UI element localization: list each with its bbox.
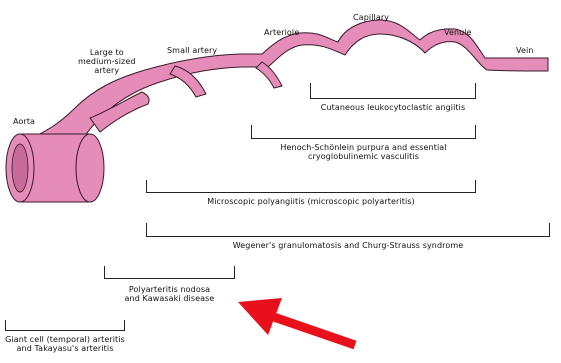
- label-giant-cell-line-1: Giant cell (temporal) arteritis: [5, 335, 125, 344]
- label-large-medium-artery: Large to medium-sized artery: [78, 48, 136, 75]
- label-microscopic-polyangiitis: Microscopic polyangiitis (microscopic po…: [146, 197, 476, 206]
- bracket-polyarteritis: [104, 266, 235, 279]
- bracket-microscopic: [146, 180, 476, 193]
- label-polyarteritis-line-2: and Kawasaki disease: [104, 294, 235, 303]
- aorta-lumen: [12, 144, 28, 192]
- label-cutaneous-leukocytoclastic-angiitis: Cutaneous leukocytoclastic angiitis: [310, 103, 476, 112]
- label-large-artery-line-1: Large to: [78, 48, 136, 57]
- label-polyarteritis-nodosa: Polyarteritis nodosa and Kawasaki diseas…: [104, 285, 235, 303]
- bracket-wegener: [146, 223, 550, 237]
- label-capillary: Capillary: [353, 13, 389, 22]
- label-aorta: Aorta: [13, 117, 35, 126]
- label-henoch-schonlein: Henoch-Schönlein purpura and essential c…: [251, 143, 476, 161]
- bracket-cutaneous: [310, 83, 476, 99]
- bracket-henoch: [251, 125, 476, 139]
- label-vein: Vein: [516, 46, 533, 55]
- label-henoch-line-2: cryoglobulinemic vasculitis: [251, 152, 476, 161]
- label-polyarteritis-line-1: Polyarteritis nodosa: [104, 285, 235, 294]
- aorta-end-back: [76, 134, 104, 202]
- bracket-giant-cell: [5, 320, 125, 331]
- label-large-artery-line-2: medium-sized: [78, 57, 136, 66]
- label-arteriole: Arteriole: [264, 28, 299, 37]
- label-large-artery-line-3: artery: [78, 66, 136, 75]
- red-arrow-icon: [238, 298, 355, 345]
- label-wegener-churg-strauss: Wegener's granulomatosis and Churg-Strau…: [146, 241, 550, 250]
- label-venule: Venule: [444, 28, 472, 37]
- label-henoch-line-1: Henoch-Schönlein purpura and essential: [251, 143, 476, 152]
- label-small-artery: Small artery: [167, 46, 217, 55]
- label-giant-cell-line-2: and Takayasu's arteritis: [5, 344, 125, 353]
- label-giant-cell-arteritis: Giant cell (temporal) arteritis and Taka…: [5, 335, 125, 353]
